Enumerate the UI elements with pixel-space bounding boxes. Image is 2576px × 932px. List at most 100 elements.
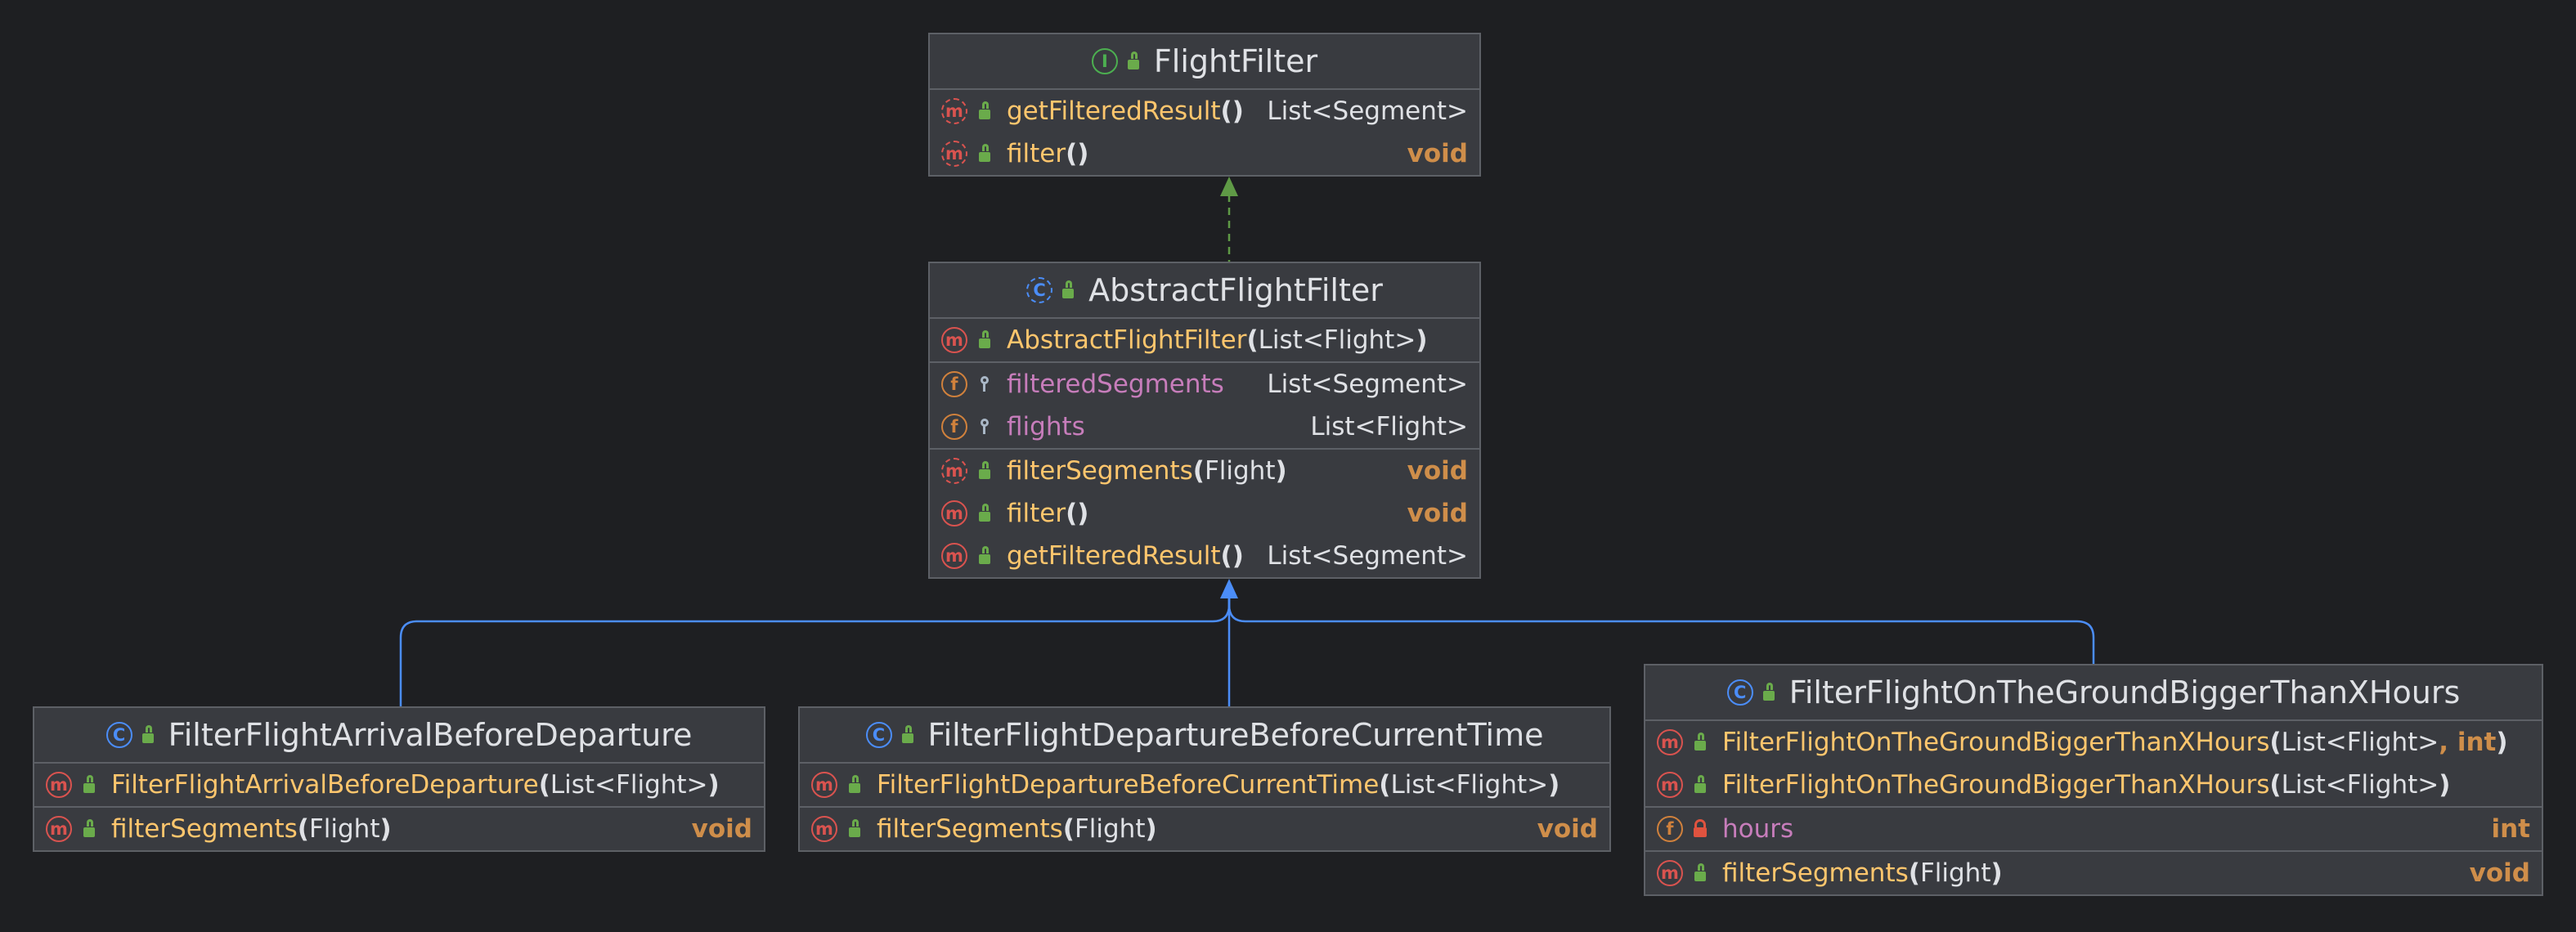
method-name: filter <box>1007 499 1066 528</box>
public-visibility-icon <box>80 818 98 840</box>
params-extra: , int <box>2439 728 2497 757</box>
public-visibility-icon <box>80 774 98 795</box>
field-name: filteredSegments <box>1007 370 1224 399</box>
package-visibility-icon <box>976 374 994 395</box>
method-icon: m <box>46 816 72 842</box>
method-name: filterSegments <box>877 814 1063 844</box>
public-visibility-icon <box>976 503 994 524</box>
class-name[interactable]: FilterFlightArrivalBeforeDeparture <box>168 717 693 753</box>
public-visibility-icon <box>976 545 994 567</box>
class-name[interactable]: FlightFilter <box>1153 43 1318 79</box>
return-type: void <box>1537 814 1598 844</box>
method-icon: m <box>1657 772 1683 798</box>
method-icon: m <box>941 98 967 124</box>
public-visibility-icon <box>846 774 864 795</box>
inheritance-line <box>1227 597 2095 664</box>
params-open: ( <box>1379 770 1391 800</box>
public-visibility-icon <box>1760 682 1778 703</box>
method-name: filter <box>1007 139 1066 168</box>
method-name: FilterFlightOnTheGroundBiggerThanXHours <box>1722 728 2270 757</box>
params-close: ) <box>707 770 720 800</box>
public-visibility-icon <box>1059 280 1077 301</box>
params-close: ) <box>1548 770 1560 800</box>
method-name: getFilteredResult <box>1007 96 1221 126</box>
return-type: void <box>1407 499 1468 528</box>
method-row[interactable]: m FilterFlightOnTheGroundBiggerThanXHours… <box>1645 764 2542 806</box>
method-icon: m <box>811 772 837 798</box>
method-name: AbstractFlightFilter <box>1007 325 1247 355</box>
params-close: ) <box>379 814 392 844</box>
params: List<Flight> <box>2281 728 2439 757</box>
return-type: List<Segment> <box>1267 96 1468 126</box>
return-type: List<Flight> <box>1310 412 1468 441</box>
method-name: filterSegments <box>111 814 298 844</box>
abstract-class-icon: C <box>1026 277 1053 303</box>
class-name[interactable]: AbstractFlightFilter <box>1088 272 1383 308</box>
class-name[interactable]: FilterFlightDepartureBeforeCurrentTime <box>927 717 1544 753</box>
params-close: ) <box>2439 770 2451 800</box>
package-visibility-icon <box>976 416 994 437</box>
method-icon: m <box>941 458 967 484</box>
params-open: ( <box>1192 456 1205 486</box>
return-type: int <box>2491 814 2530 844</box>
class-box-flight-filter[interactable]: I FlightFilter m getFilteredResult () List<S… <box>928 33 1481 177</box>
params: Flight <box>1204 456 1276 486</box>
method-icon: m <box>941 327 967 353</box>
params: List<Flight> <box>550 770 708 800</box>
method-name: FilterFlightOnTheGroundBiggerThanXHours <box>1722 770 2270 800</box>
params-open: ( <box>1066 499 1078 528</box>
params-close: ) <box>1232 96 1244 126</box>
inheritance-arrowhead <box>1220 579 1238 598</box>
method-icon: m <box>811 816 837 842</box>
method-row[interactable]: m getFilteredResult () List<Segment> <box>930 90 1479 132</box>
class-box-abstract-flight-filter[interactable]: C AbstractFlightFilter m AbstractFlightFilt… <box>928 262 1481 579</box>
return-type: void <box>1407 456 1468 486</box>
public-visibility-icon <box>139 724 157 746</box>
public-visibility-icon <box>976 460 994 482</box>
method-icon: m <box>1657 729 1683 755</box>
params-close: ) <box>1077 139 1089 168</box>
interface-icon: I <box>1091 48 1118 74</box>
method-icon: m <box>941 500 967 526</box>
method-row[interactable]: m FilterFlightOnTheGroundBiggerThanXHours… <box>1645 721 2542 764</box>
params-open: ( <box>297 814 309 844</box>
params: List<Flight> <box>1390 770 1549 800</box>
class-name[interactable]: FilterFlightOnTheGroundBiggerThanXHours <box>1788 674 2461 710</box>
params-open: ( <box>1220 96 1232 126</box>
private-visibility-icon <box>1691 818 1709 840</box>
public-visibility-icon <box>1691 774 1709 795</box>
public-visibility-icon <box>976 101 994 122</box>
method-icon: m <box>1657 860 1683 886</box>
return-type: void <box>691 814 752 844</box>
params-close: ) <box>1990 858 2003 888</box>
public-visibility-icon <box>976 143 994 164</box>
method-name: FilterFlightDepartureBeforeCurrentTime <box>877 770 1380 800</box>
field-name: hours <box>1722 814 1794 844</box>
class-header: I FlightFilter <box>930 34 1479 90</box>
inheritance-line <box>399 597 1231 706</box>
